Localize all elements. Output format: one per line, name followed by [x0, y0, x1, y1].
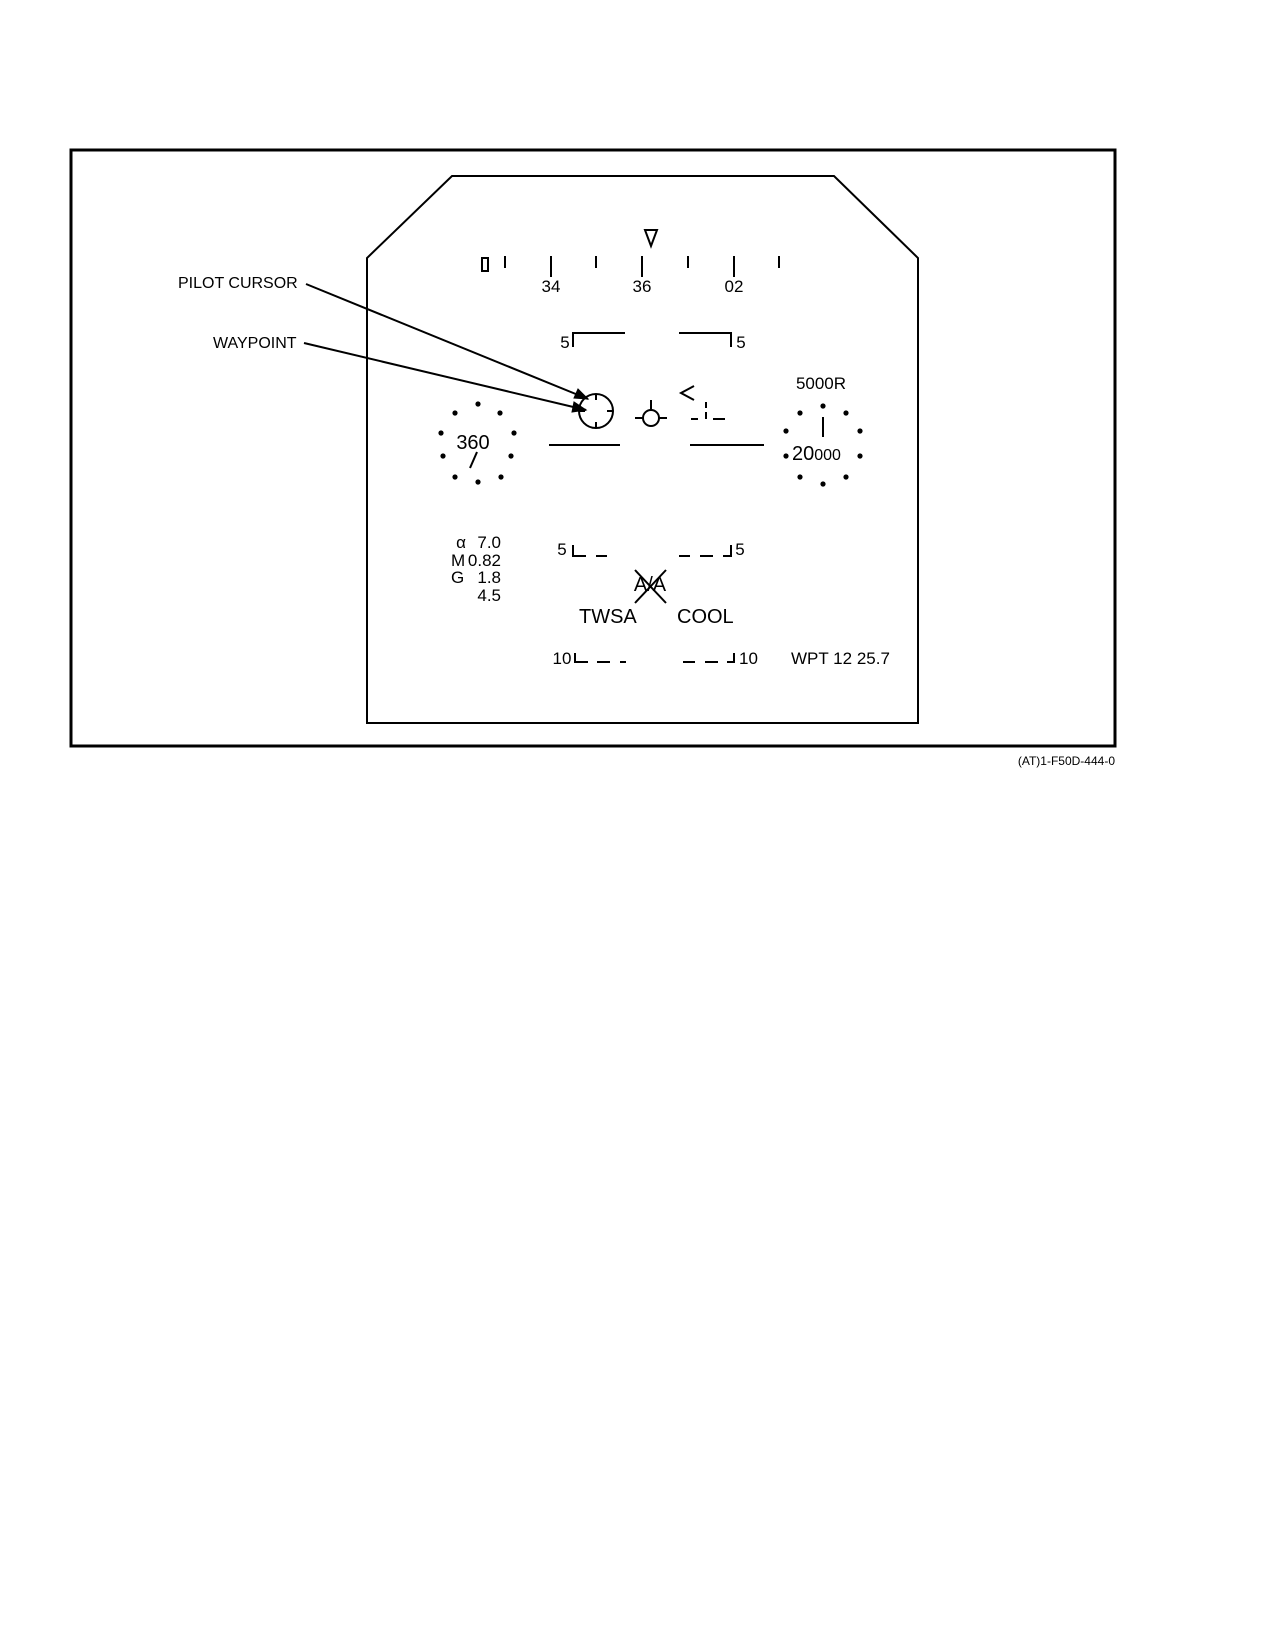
steering-caret-icon: [678, 385, 695, 401]
g-value: 1.8: [477, 568, 501, 587]
g-symbol: G: [451, 568, 464, 587]
heading-label-36: 36: [633, 277, 652, 296]
airspeed-value: 360: [456, 432, 489, 454]
altitude-dial: 5000R 20000: [783, 374, 863, 487]
hud-outline: [366, 175, 919, 724]
airspeed-dial: 360: [438, 401, 517, 485]
pitch-ladder-lower: 10 10: [553, 649, 758, 668]
heading-caret-icon: [643, 229, 659, 249]
pitch-bar-left: [572, 332, 625, 347]
pilot-cursor-callout: PILOT CURSOR: [178, 275, 298, 292]
pitch-label: 5: [557, 540, 566, 559]
pitch-label: 10: [739, 649, 758, 668]
waypoint-callout: WAYPOINT: [213, 335, 297, 352]
altitude-thousands: 20: [792, 443, 814, 465]
pitch-label: 5: [736, 333, 745, 352]
heading-label-02: 02: [725, 277, 744, 296]
g-max-value: 4.5: [477, 586, 501, 605]
radar-altitude: 5000R: [796, 374, 846, 393]
pilot-cursor-leader: [305, 283, 589, 400]
velocity-vector-icon: [635, 400, 667, 427]
weapon-mode: TWSA: [579, 606, 637, 628]
master-mode: A/A: [634, 569, 667, 604]
pitch-ladder-mid: 5 5: [557, 540, 744, 559]
pitch-bar-right: [679, 332, 732, 347]
heading-label-34: 34: [542, 277, 561, 296]
pitch-ladder-upper: 5 5: [560, 332, 746, 352]
mach-value: 0.82: [468, 551, 501, 570]
figure-frame: [69, 148, 1117, 748]
pitch-label: 5: [560, 333, 569, 352]
weapon-status: COOL: [677, 606, 734, 628]
airspeed-pointer: [469, 451, 478, 469]
heading-bug-icon: [481, 257, 489, 272]
altitude-value: 20000: [792, 443, 841, 465]
mach-symbol: M: [451, 551, 465, 570]
alpha-symbol: α: [456, 533, 466, 552]
waypoint-leader: [303, 342, 587, 411]
arrowhead-icon: [571, 401, 588, 413]
waypoint-info: WPT 12 25.7: [791, 649, 890, 668]
pitch-label: 5: [735, 540, 744, 559]
alpha-value: 7.0: [477, 533, 501, 552]
flight-data-block: α 7.0 M 0.82 G 1.8 4.5: [451, 533, 501, 605]
altitude-hundreds: 000: [814, 447, 841, 464]
heading-scale: 34 36 02: [481, 229, 780, 296]
arrowhead-icon: [573, 388, 590, 400]
figure-id: (AT)1-F50D-444-0: [1018, 754, 1115, 768]
pitch-label: 10: [553, 649, 572, 668]
